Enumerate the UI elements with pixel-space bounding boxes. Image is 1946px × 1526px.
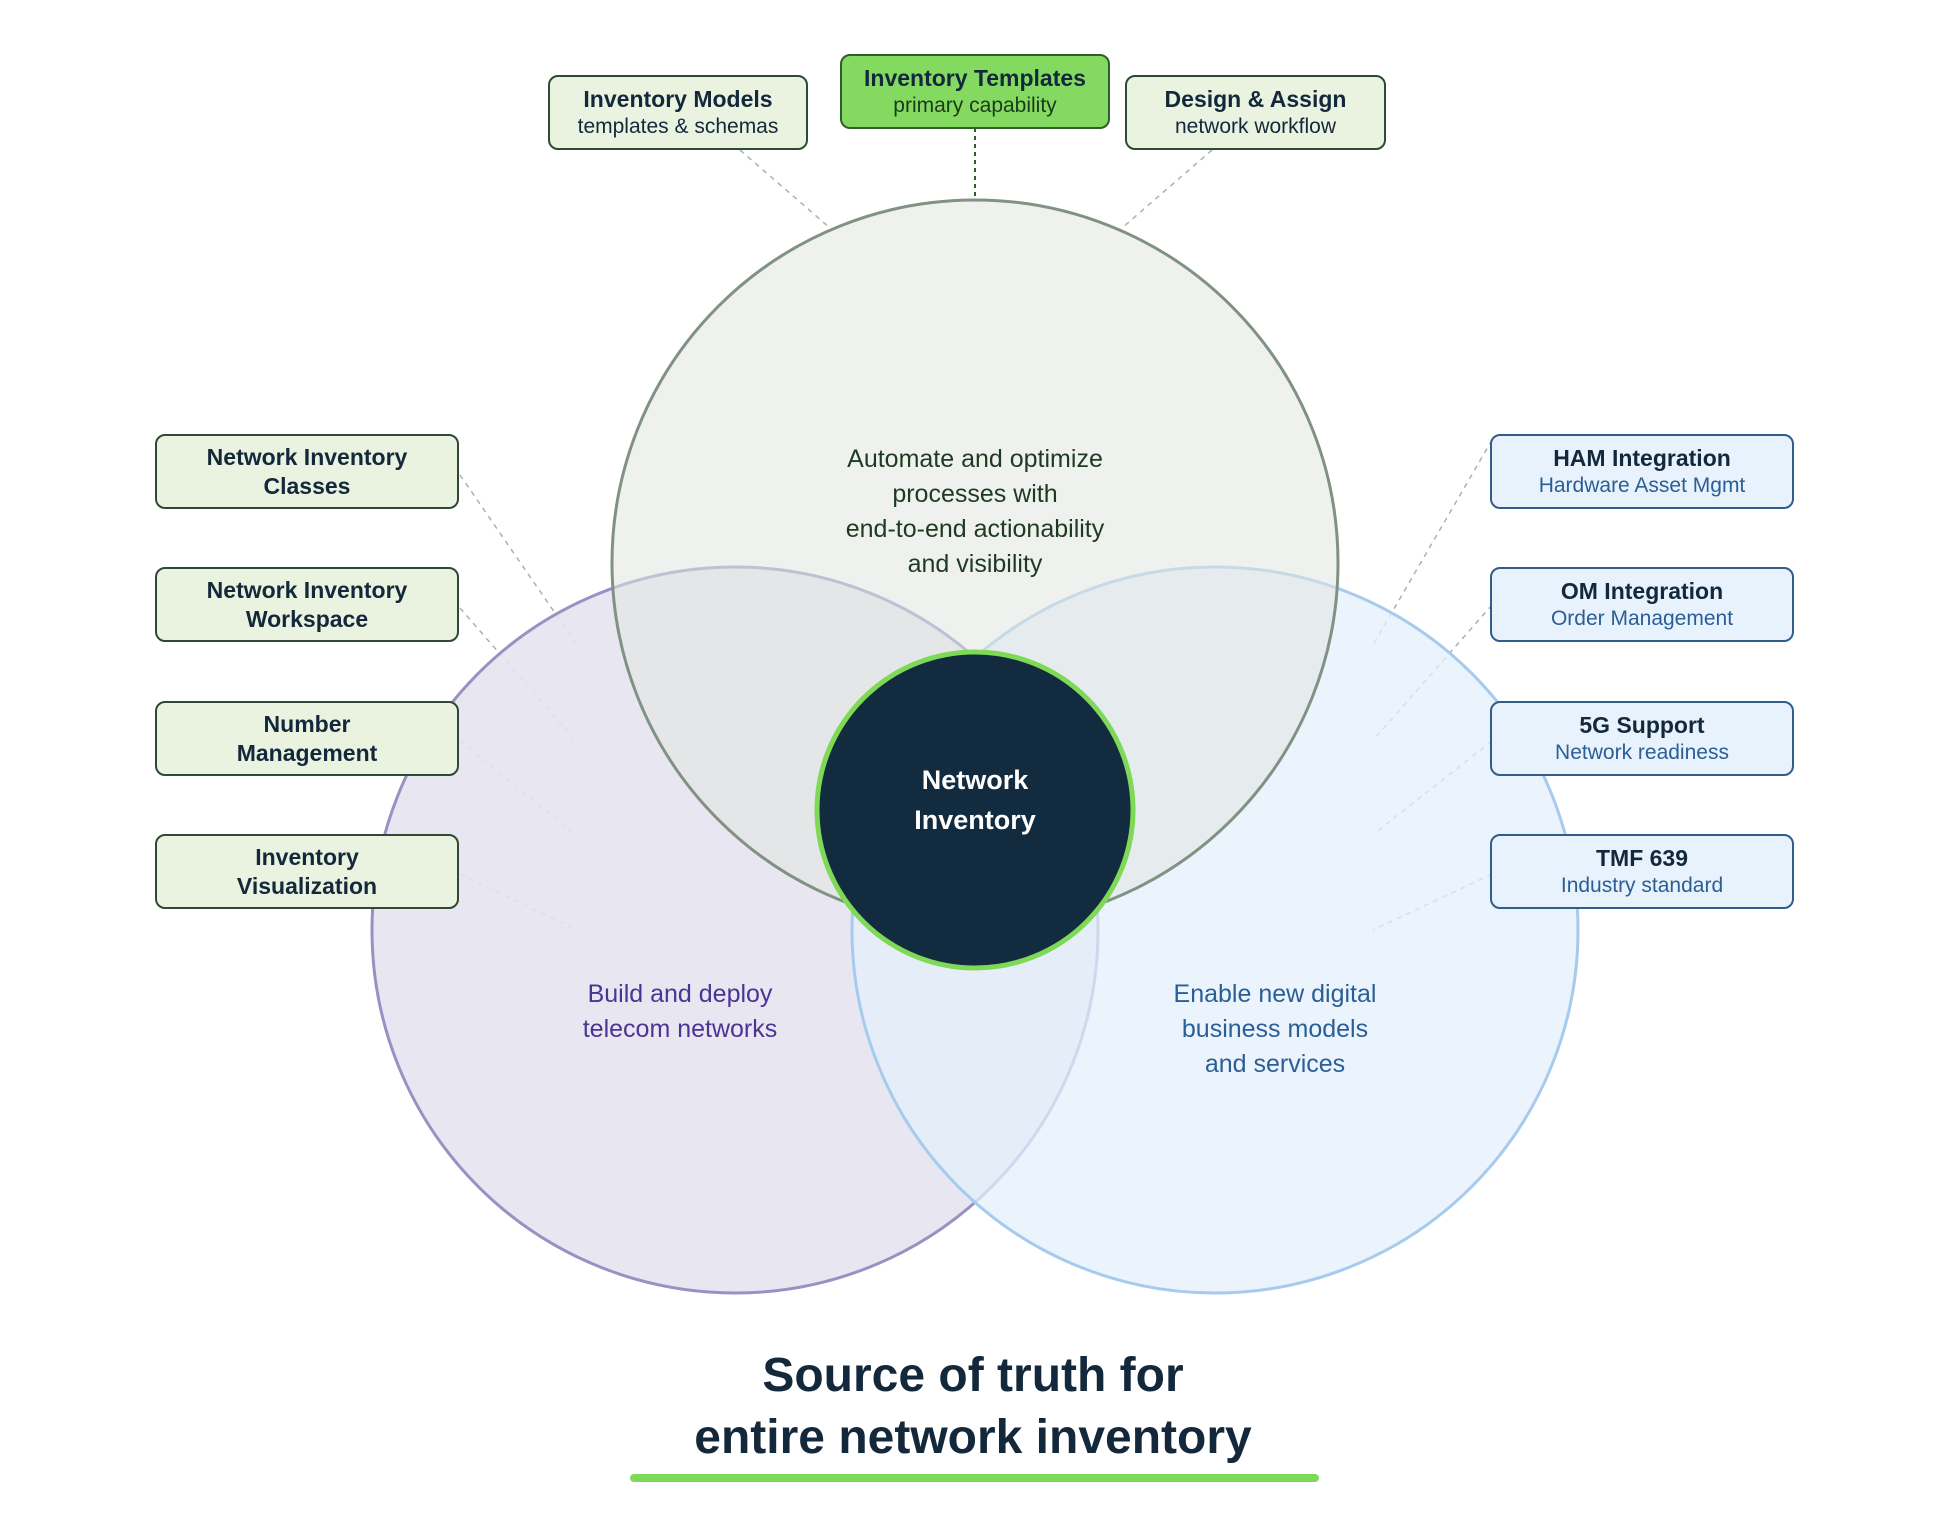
label-title: Inventory Models xyxy=(583,86,773,112)
label-inventory-visualization: Inventory Visualization xyxy=(155,834,459,909)
connector-line xyxy=(1121,149,1213,229)
label-subtitle: network workflow xyxy=(1174,114,1337,138)
label-tmf-639: TMF 639 Industry standard xyxy=(1490,834,1794,909)
label-inventory-models: Inventory Models templates & schemas xyxy=(548,75,808,150)
label-title: OM Integration xyxy=(1560,578,1724,604)
label-network-inventory-classes: Network Inventory Classes xyxy=(155,434,459,509)
center-circle-text: Network Inventory xyxy=(914,765,1036,835)
label-title: Inventory Visualization xyxy=(236,843,378,899)
label-subtitle: Hardware Asset Mgmt xyxy=(1538,473,1746,497)
label-title: HAM Integration xyxy=(1553,445,1731,471)
label-title: TMF 639 xyxy=(1595,845,1689,871)
tagline-underline xyxy=(630,1474,1319,1482)
label-title: Network Inventory Classes xyxy=(206,443,408,499)
right-circle-text: Enable new digital business models and s… xyxy=(1173,980,1377,1078)
label-title: 5G Support xyxy=(1579,712,1705,738)
label-title: Number Management xyxy=(236,710,378,766)
label-title: Inventory Templates xyxy=(864,65,1086,91)
label-ham-integration: HAM Integration Hardware Asset Mgmt xyxy=(1490,434,1794,509)
label-network-inventory-workspace: Network Inventory Workspace xyxy=(155,567,459,642)
label-subtitle: Industry standard xyxy=(1560,873,1724,897)
label-subtitle: templates & schemas xyxy=(577,114,779,138)
label-subtitle: primary capability xyxy=(893,93,1057,117)
label-subtitle: Network readiness xyxy=(1555,740,1729,764)
top-circle-text: Automate and optimize processes with end… xyxy=(845,445,1105,578)
left-circle-text: Build and deploy telecom networks xyxy=(582,980,778,1043)
label-subtitle: Order Management xyxy=(1550,606,1734,630)
label-design-assign: Design & Assign network workflow xyxy=(1125,75,1386,150)
label-5g-support: 5G Support Network readiness xyxy=(1490,701,1794,776)
center-circle xyxy=(814,649,1136,971)
tagline: Source of truth for entire network inven… xyxy=(694,1349,1252,1464)
label-title: Network Inventory Workspace xyxy=(206,576,408,632)
connector-line xyxy=(739,149,831,229)
label-inventory-templates: Inventory Templates primary capability xyxy=(840,54,1110,129)
label-number-management: Number Management xyxy=(155,701,459,776)
label-om-integration: OM Integration Order Management xyxy=(1490,567,1794,642)
label-title: Design & Assign xyxy=(1164,86,1347,112)
